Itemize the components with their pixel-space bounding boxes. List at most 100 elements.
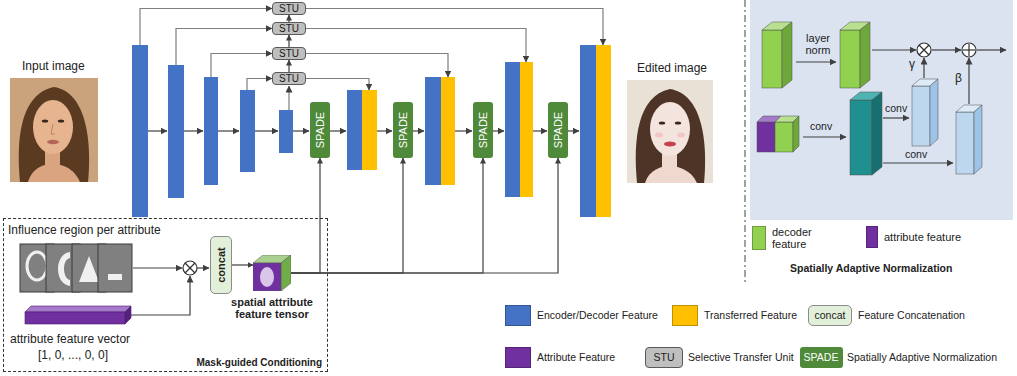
operator-symbols: [917, 43, 931, 57]
legend-swatch: [672, 305, 698, 326]
node-text: STU: [279, 73, 299, 84]
label: γ: [909, 58, 915, 71]
legend-sample: STU: [645, 347, 683, 368]
decoder-feature-bars: [580, 45, 596, 217]
operator-symbols: [919, 45, 929, 55]
influence-masks: [27, 252, 47, 280]
label: conv: [810, 121, 832, 133]
mask-arrows: [197, 267, 209, 268]
decoder-feature-bars: [520, 62, 533, 197]
connector: [288, 60, 289, 72]
legend-sample: SPADE: [800, 347, 843, 368]
spade-arrows: [977, 49, 1006, 50]
skip-wires: [288, 86, 289, 110]
edited-photo: [636, 89, 705, 183]
operator-symbols: [963, 49, 975, 50]
encoder-feature-bars: [132, 45, 293, 217]
legend-item: attribute feature: [866, 226, 961, 248]
decoder-feature-bars: [347, 90, 362, 170]
spade-blocks: [912, 86, 930, 146]
flow-arrows: [493, 130, 504, 131]
multiply-symbol: [183, 261, 197, 275]
spade-arrows: [883, 162, 953, 163]
spade-arrows: [796, 61, 836, 62]
spade-blocks: [860, 22, 870, 88]
label: layer norm: [800, 32, 836, 56]
legend-item: Encoder/Decoder Feature: [505, 305, 658, 326]
mask-arrows: [133, 267, 182, 268]
flow-arrows: [148, 130, 579, 131]
legend-text: Transferred Feature: [704, 310, 797, 322]
node-text: STU: [279, 48, 299, 59]
skip-wires: [176, 29, 272, 66]
node-text: STU: [279, 23, 299, 34]
spade-blocks: [930, 79, 938, 146]
skip-wires: [140, 9, 603, 111]
flow-arrows: [377, 130, 392, 131]
connector: [291, 158, 558, 273]
input-photo: [47, 140, 59, 144]
skip-wires: [306, 9, 603, 46]
flow-arrows: [255, 130, 278, 131]
legend-text: Feature Concatenation: [858, 310, 965, 322]
influence-masks: [58, 252, 70, 286]
connector: [288, 15, 289, 22]
legend-swatch: [505, 305, 531, 326]
spade-arrows: [796, 50, 1006, 163]
spade-blocks: [775, 122, 793, 152]
label: [1, 0, ..., 0, 0]: [38, 349, 108, 362]
legend-text: attribute feature: [884, 231, 961, 243]
input-photo: [10, 78, 98, 182]
spade-block: SPADE: [393, 102, 413, 158]
label: β: [955, 72, 962, 85]
skip-wires: [306, 29, 526, 63]
node-text: STU: [279, 3, 299, 14]
node-text: SPADE: [314, 112, 326, 148]
edited-photo: [650, 102, 690, 156]
encoder-feature-bars: [204, 77, 218, 185]
connector: [288, 35, 289, 47]
spade-blocks: [840, 30, 860, 88]
operator-symbols: [917, 43, 976, 57]
node-text: SPADE: [477, 112, 489, 148]
legend-swatch: [752, 226, 766, 250]
flow-arrows: [293, 130, 309, 131]
legend-text: Attribute Feature: [537, 352, 615, 364]
decoder-feature-bars: [596, 45, 611, 217]
input-photo: [28, 164, 80, 182]
edited-photo: [664, 142, 676, 147]
edited-photo: [659, 121, 665, 124]
stu-box: STU: [272, 22, 306, 35]
input-photo: [10, 78, 98, 182]
flow-arrows: [330, 130, 346, 131]
encoder-feature-bars: [168, 65, 184, 198]
flow-arrows: [568, 130, 579, 131]
stu-box: STU: [272, 72, 306, 85]
label: Influence region per attribute: [8, 224, 161, 237]
spade-blocks: [782, 22, 792, 88]
encoder-feature-bars: [279, 110, 293, 153]
legend-item: Selective Transfer Unit: [688, 347, 794, 368]
tensor-block: [281, 255, 291, 291]
legend-text: decoder feature: [772, 226, 822, 250]
label: Edited image: [637, 62, 707, 75]
decoder-feature-bars: [425, 77, 441, 185]
label: Input image: [22, 60, 85, 73]
operator-symbols: [962, 43, 976, 57]
skip-wires: [211, 54, 272, 78]
attribute-vector-bar: [25, 312, 125, 324]
spade-arrows: [932, 49, 961, 50]
node-text: STU: [654, 352, 675, 364]
legend-text: Encoder/Decoder Feature: [537, 310, 658, 322]
decoder-feature-bars: [505, 62, 520, 197]
spade-blocks: [793, 116, 799, 152]
panel-divider: [745, 0, 746, 284]
node-text: SPADE: [397, 112, 409, 148]
tensor-block: [260, 267, 274, 287]
connector: [291, 158, 483, 273]
legend-text: Spatially Adaptive Normalization: [847, 352, 997, 364]
mask-arrows: [131, 268, 209, 315]
node-text: Mask-guided Conditioning: [196, 357, 322, 368]
legend-swatch: [866, 226, 878, 248]
